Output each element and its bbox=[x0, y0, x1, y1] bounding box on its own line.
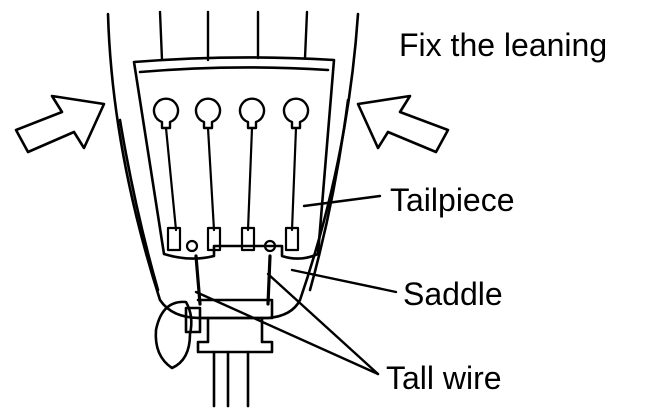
string-holders bbox=[166, 226, 300, 253]
tail-wire bbox=[194, 254, 272, 306]
tailpiece-label: Tailpiece bbox=[390, 182, 515, 218]
saddle-label: Saddle bbox=[403, 276, 503, 312]
right-push-arrow bbox=[356, 94, 450, 154]
fine-tuners bbox=[152, 97, 310, 130]
tailpiece-strings bbox=[164, 126, 298, 232]
saddle bbox=[196, 298, 274, 408]
endpin-knob bbox=[154, 300, 202, 370]
tall-wire-leader-1 bbox=[194, 290, 380, 376]
leader-lines bbox=[194, 194, 398, 376]
tall-wire-leader-2 bbox=[266, 272, 380, 376]
tailpiece-leader bbox=[302, 194, 382, 208]
left-push-arrow bbox=[14, 94, 106, 154]
fix-the-leaning-label: Fix the leaning bbox=[399, 27, 608, 63]
upper-strings bbox=[158, 10, 309, 62]
tall-wire-label: Tall wire bbox=[386, 360, 502, 396]
tailpiece bbox=[132, 56, 336, 260]
saddle-leader bbox=[290, 268, 398, 294]
